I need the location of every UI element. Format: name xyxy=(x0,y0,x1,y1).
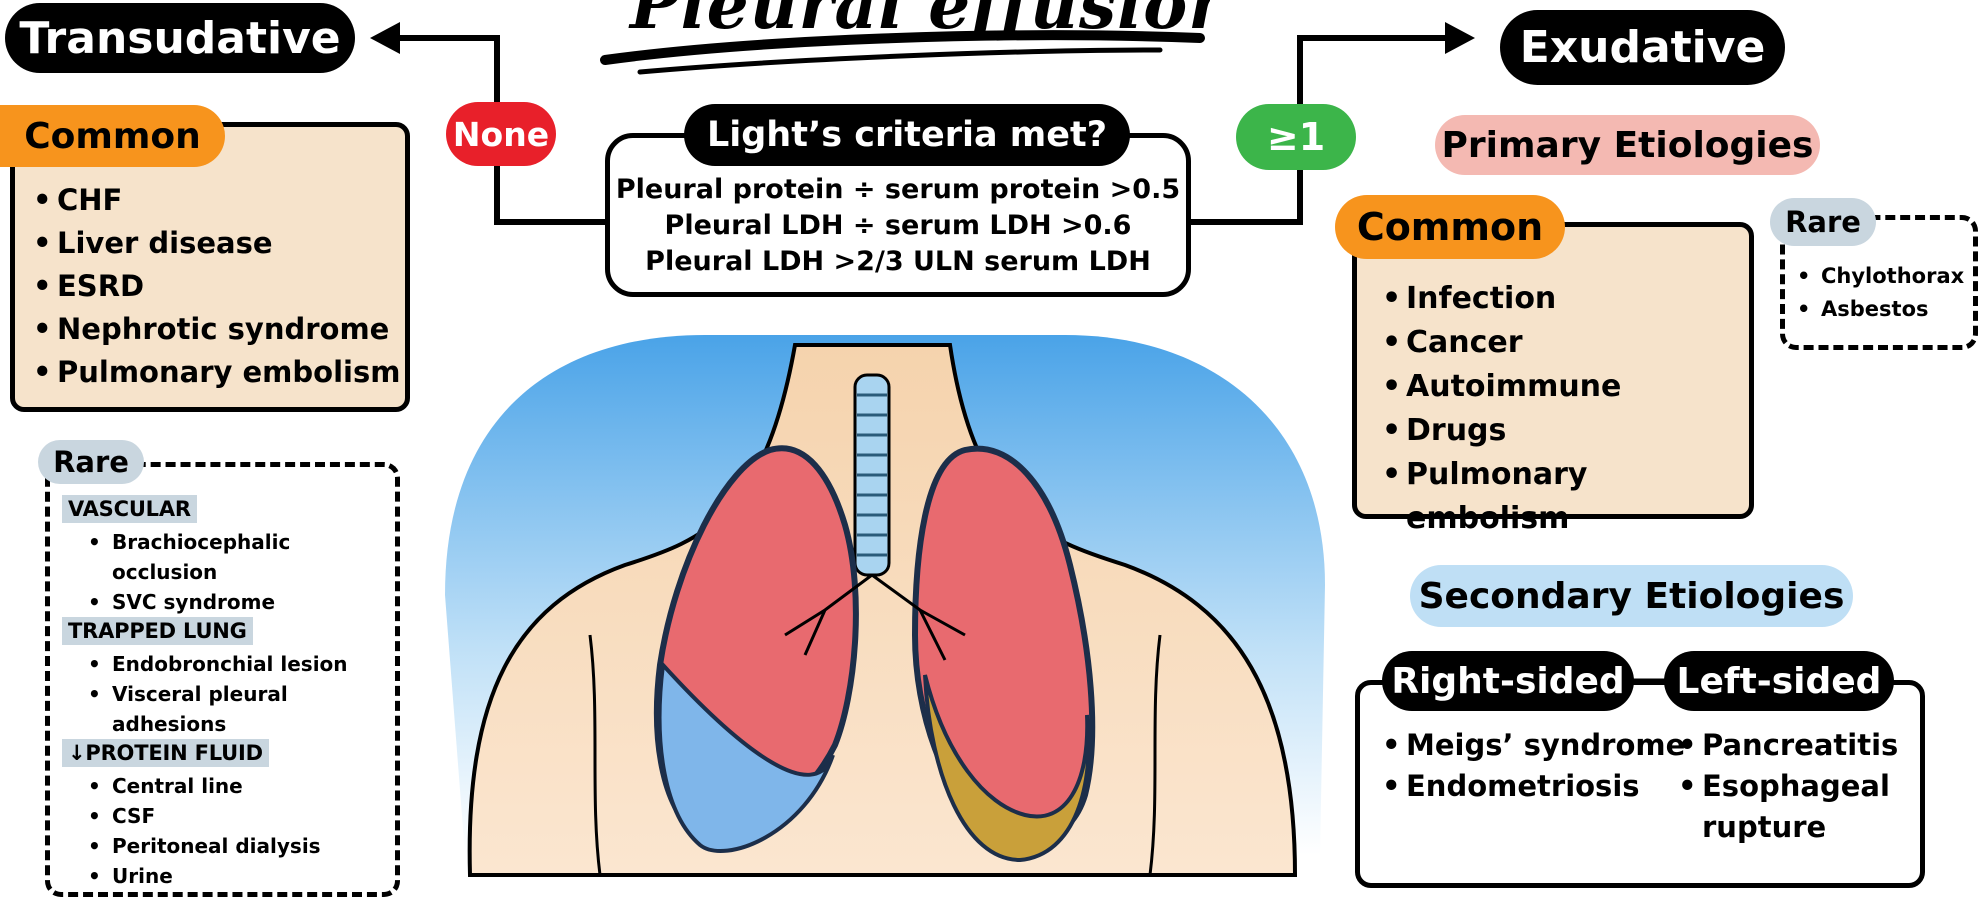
list-item: CHF xyxy=(33,179,400,222)
criteria-line: Pleural LDH ÷ serum LDH >0.6 xyxy=(610,208,1186,244)
left-sided-list: Pancreatitis Esophageal rupture xyxy=(1678,725,1888,848)
criteria-line: Pleural protein ÷ serum protein >0.5 xyxy=(610,172,1186,208)
list-item: Asbestos xyxy=(1797,293,1964,326)
list-item: Meigs’ syndrome xyxy=(1382,725,1685,766)
title-area: Pleural effusion xyxy=(600,0,1210,82)
title-brush-underline xyxy=(600,0,1210,82)
exudative-label: Exudative xyxy=(1500,10,1785,85)
right-sided-label: Right-sided xyxy=(1382,651,1634,711)
list-item: Pulmonary embolism xyxy=(1382,453,1749,541)
list-item: Autoimmune xyxy=(1382,365,1749,409)
list-item: ESRD xyxy=(33,265,400,308)
category-label: ↓PROTEIN FLUID xyxy=(62,739,269,767)
criteria-question: Light’s criteria met? xyxy=(684,104,1130,166)
category-label: TRAPPED LUNG xyxy=(62,617,253,645)
secondary-etiologies-box: Meigs’ syndrome Endometriosis Pancreatit… xyxy=(1355,680,1925,888)
list-item: Central line xyxy=(88,771,321,801)
list-item: Liver disease xyxy=(33,222,400,265)
transudative-common-label: Common xyxy=(0,105,225,167)
list-item: Endometriosis xyxy=(1382,766,1685,807)
arrow-transudative xyxy=(370,22,400,54)
list-item: Pulmonary embolism xyxy=(33,351,400,394)
criteria-lines: Pleural protein ÷ serum protein >0.5 Ple… xyxy=(610,172,1186,280)
exudative-common-label: Common xyxy=(1335,195,1565,259)
exudative-rare-label: Rare xyxy=(1770,198,1876,246)
list-item: Cancer xyxy=(1382,321,1749,365)
list-item: Infection xyxy=(1382,277,1749,321)
list-item: Nephrotic syndrome xyxy=(33,308,400,351)
rare-group-protein-fluid: ↓PROTEIN FLUID Central line CSF Peritone… xyxy=(62,739,321,891)
transudative-rare-label: Rare xyxy=(38,440,144,484)
at-least-one-badge: ≥1 xyxy=(1236,104,1356,170)
exudative-rare-list: Chylothorax Asbestos xyxy=(1797,260,1964,326)
exudative-common-box: Infection Cancer Autoimmune Drugs Pulmon… xyxy=(1352,222,1754,519)
right-sided-list: Meigs’ syndrome Endometriosis xyxy=(1382,725,1685,807)
list-item: CSF xyxy=(88,801,321,831)
list-item: Pancreatitis xyxy=(1678,725,1888,766)
primary-etiologies-label: Primary Etiologies xyxy=(1435,115,1820,175)
rare-group-trapped-lung: TRAPPED LUNG Endobronchial lesion Viscer… xyxy=(62,617,395,739)
list-item: Visceral pleural adhesions xyxy=(88,679,395,739)
exudative-common-list: Infection Cancer Autoimmune Drugs Pulmon… xyxy=(1382,277,1749,541)
criteria-line: Pleural LDH >2/3 ULN serum LDH xyxy=(610,244,1186,280)
list-item: Brachiocephalic occlusion xyxy=(88,527,395,587)
transudative-rare-box: VASCULAR Brachiocephalic occlusion SVC s… xyxy=(45,462,400,897)
list-item: Chylothorax xyxy=(1797,260,1964,293)
category-label: VASCULAR xyxy=(62,495,197,523)
list-item: Esophageal rupture xyxy=(1678,766,1888,848)
list-item: Drugs xyxy=(1382,409,1749,453)
chest-lungs-illustration xyxy=(425,335,1325,895)
transudative-label: Transudative xyxy=(5,3,355,73)
none-badge: None xyxy=(446,102,556,166)
list-item: Peritoneal dialysis xyxy=(88,831,321,861)
left-sided-label: Left-sided xyxy=(1664,651,1894,711)
list-item: Endobronchial lesion xyxy=(88,649,395,679)
list-item: SVC syndrome xyxy=(88,587,395,617)
list-item: Urine xyxy=(88,861,321,891)
rare-group-vascular: VASCULAR Brachiocephalic occlusion SVC s… xyxy=(62,495,395,617)
arrow-exudative xyxy=(1445,22,1475,54)
secondary-etiologies-label: Secondary Etiologies xyxy=(1410,565,1853,627)
transudative-common-list: CHF Liver disease ESRD Nephrotic syndrom… xyxy=(33,179,400,394)
